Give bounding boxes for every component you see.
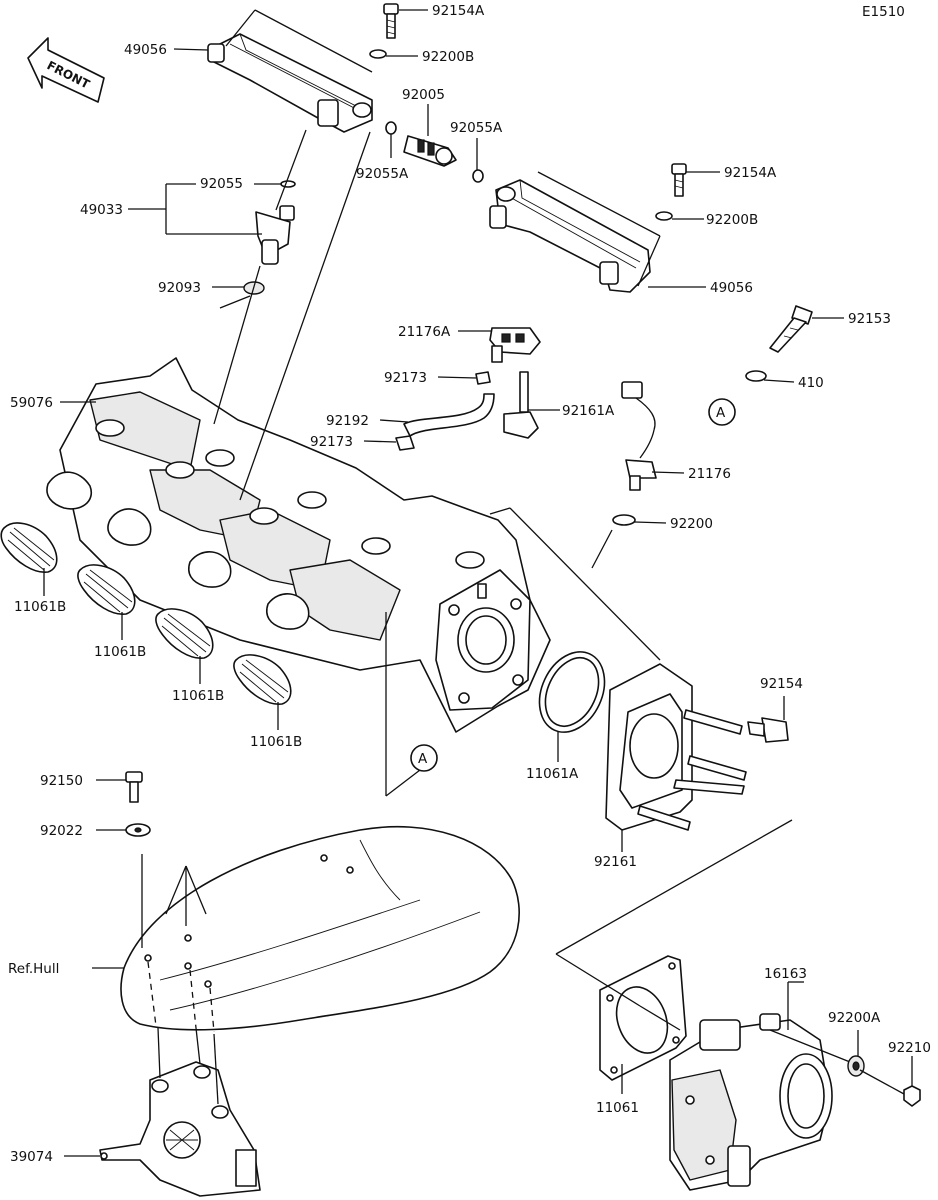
label-11061B-4: 11061B [250, 734, 302, 750]
label-21176A: 21176A [398, 324, 451, 340]
gasket-11061B-2 [77, 564, 136, 615]
washer-92200B-top [369, 49, 387, 59]
gasket-92200 [612, 514, 636, 526]
fuel-rail-top [207, 33, 373, 133]
bolt-92150 [125, 771, 143, 803]
bolt-92154 [747, 717, 789, 743]
sensor-92161A [503, 371, 539, 439]
nut-92210 [903, 1085, 921, 1107]
diagram-code: E1510 [862, 4, 905, 20]
sensor-21176 [621, 381, 657, 491]
oring-92055A-left [385, 121, 397, 135]
bolt-92154A-top [383, 3, 399, 39]
gasket-11061B-1 [0, 522, 58, 573]
label-92154: 92154 [760, 676, 803, 692]
spacer-92161 [605, 663, 693, 831]
ref-marker-a-bottom: A [418, 751, 428, 767]
label-11061B-2: 11061B [94, 644, 146, 660]
label-92055: 92055 [200, 176, 243, 192]
washer-92200B-right [655, 211, 673, 221]
hose-92192 [403, 393, 495, 437]
injector-49033 [255, 205, 295, 265]
label-92210: 92210 [888, 1040, 931, 1056]
label-92200B-right: 92200B [706, 212, 758, 228]
ref-circle-a-right [708, 398, 736, 426]
label-49056-right: 49056 [710, 280, 753, 296]
joint-92005 [403, 135, 457, 167]
label-92055A-right: 92055A [450, 120, 503, 136]
clamp-92173-b [395, 435, 415, 451]
gasket-11061B-4 [233, 654, 292, 705]
label-92154A-right: 92154A [724, 165, 777, 181]
label-92192: 92192 [326, 413, 369, 429]
oring-92055A-right [472, 169, 484, 183]
label-11061B-1: 11061B [14, 599, 66, 615]
clamp-92173-a [475, 371, 491, 385]
label-ref-hull: Ref.Hull [8, 961, 59, 977]
washer-410 [745, 370, 767, 382]
bolt-92153 [769, 305, 813, 353]
gasket-11061A [538, 651, 606, 733]
studs [637, 709, 747, 831]
label-92200B-top: 92200B [422, 49, 474, 65]
label-49033: 49033 [80, 202, 123, 218]
label-92055A-left: 92055A [356, 166, 409, 182]
label-92154A-top: 92154A [432, 3, 485, 19]
gasket-11061 [599, 955, 687, 1081]
label-92200: 92200 [670, 516, 713, 532]
label-92161: 92161 [594, 854, 637, 870]
sensor-21176A [489, 327, 541, 363]
label-92153: 92153 [848, 311, 891, 327]
label-92161A: 92161A [562, 403, 615, 419]
gasket-11061B-3 [155, 608, 214, 659]
label-92093: 92093 [158, 280, 201, 296]
label-11061: 11061 [596, 1100, 639, 1116]
label-92173-b: 92173 [310, 434, 353, 450]
label-410: 410 [798, 375, 824, 391]
label-92022: 92022 [40, 823, 83, 839]
label-92173-a: 92173 [384, 370, 427, 386]
label-49056-top: 49056 [124, 42, 167, 58]
label-11061B-3: 11061B [172, 688, 224, 704]
ref-marker-a-right: A [716, 405, 726, 421]
label-21176: 21176 [688, 466, 731, 482]
intake-manifold-59076 [46, 357, 551, 733]
label-92150: 92150 [40, 773, 83, 789]
hull-ref [120, 826, 520, 1031]
label-92200A: 92200A [828, 1010, 881, 1026]
oring-92055 [280, 180, 296, 188]
label-39074: 39074 [10, 1149, 53, 1165]
label-92005: 92005 [402, 87, 445, 103]
bracket-39074 [99, 1061, 261, 1197]
ref-circle-a-bottom [410, 744, 438, 772]
label-59076: 59076 [10, 395, 53, 411]
front-arrow-icon: FRONT [27, 37, 105, 103]
bolt-92154A-right [671, 163, 687, 197]
label-16163: 16163 [764, 966, 807, 982]
throttle-body-16163 [669, 1013, 833, 1191]
label-11061A: 11061A [526, 766, 579, 782]
fuel-rail-right [489, 179, 651, 293]
